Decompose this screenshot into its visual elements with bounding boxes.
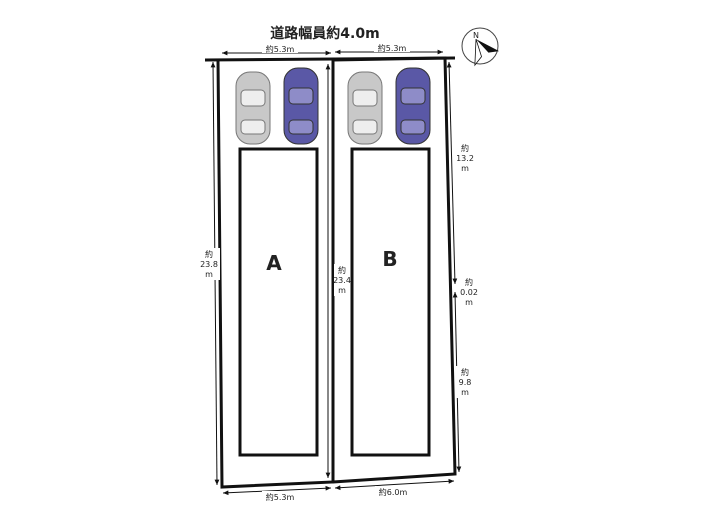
svg-text:13.2: 13.2	[456, 154, 474, 163]
north-arrow-icon: N	[461, 27, 500, 67]
svg-text:m: m	[465, 298, 473, 307]
svg-text:m: m	[461, 164, 469, 173]
lot-b-label: B	[382, 247, 397, 271]
dim-top-right: 約5.3m	[378, 43, 407, 53]
dim-right-lower: 約 9.8 m	[459, 367, 472, 397]
lot-b-building	[350, 147, 431, 457]
dim-right-upper: 約 13.2 m	[456, 143, 474, 173]
svg-text:m: m	[461, 388, 469, 397]
svg-text:23.4: 23.4	[333, 276, 351, 285]
lot-a-label: A	[266, 251, 282, 275]
dimension-lines	[210, 49, 462, 496]
svg-text:m: m	[338, 286, 346, 295]
road-width-label: 道路幅員約4.0m	[270, 25, 379, 42]
compass-north-label: N	[473, 31, 479, 40]
svg-text:約: 約	[461, 367, 469, 377]
car-icon	[347, 71, 383, 145]
car-icon	[395, 67, 431, 145]
dim-bottom-right: 約6.0m	[379, 487, 408, 497]
car-icon	[283, 67, 319, 145]
svg-text:0.02: 0.02	[460, 288, 478, 297]
dim-left-side: 約 23.8 m	[200, 249, 218, 279]
dim-bottom-left: 約5.3m	[266, 492, 295, 502]
dim-top-left: 約5.3m	[266, 44, 295, 54]
car-icon	[235, 71, 271, 145]
dim-right-mid: 約 0.02 m	[460, 277, 478, 307]
svg-text:約: 約	[461, 143, 469, 153]
dim-middle: 約 23.4 m	[333, 265, 351, 295]
lot-a-building	[238, 147, 319, 457]
svg-text:9.8: 9.8	[459, 378, 472, 387]
svg-text:約: 約	[205, 249, 213, 259]
svg-text:23.8: 23.8	[200, 260, 218, 269]
svg-text:約: 約	[465, 277, 473, 287]
svg-text:約: 約	[338, 265, 346, 275]
svg-text:m: m	[205, 270, 213, 279]
